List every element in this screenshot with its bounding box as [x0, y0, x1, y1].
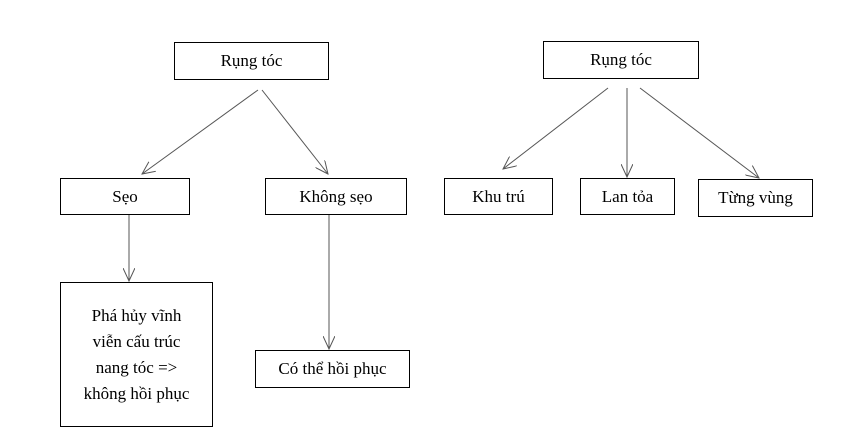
arrow-root1-to-khong-seo — [261, 89, 328, 174]
node-tung-vung-label: Từng vùng — [718, 188, 793, 208]
node-tung-vung: Từng vùng — [698, 179, 813, 217]
node-khu-tru: Khu trú — [444, 178, 553, 215]
node-seo-label: Sẹo — [112, 186, 138, 206]
node-pha-huy-label: Phá hủy vĩnh viễn cấu trúc nang tóc => k… — [83, 305, 190, 403]
node-seo: Sẹo — [60, 178, 190, 215]
node-khong-seo: Không sẹo — [265, 178, 407, 215]
root-node-right: Rụng tóc — [543, 41, 699, 79]
root-node-left-label: Rụng tóc — [220, 51, 283, 71]
root-node-right-label: Rụng tóc — [590, 50, 652, 70]
arrow-root1-to-seo — [142, 89, 259, 174]
node-khu-tru-label: Khu trú — [472, 186, 525, 206]
arrow-root2-to-tung-vung — [639, 87, 759, 178]
node-lan-toa: Lan tỏa — [580, 178, 675, 215]
node-lan-toa-label: Lan tỏa — [601, 186, 654, 206]
root-node-left: Rụng tóc — [174, 42, 329, 80]
arrow-root2-to-khu-tru — [503, 87, 609, 169]
node-co-the-hoi-phuc: Có thể hồi phục — [255, 350, 410, 388]
node-pha-huy: Phá hủy vĩnh viễn cấu trúc nang tóc => k… — [60, 282, 213, 427]
node-co-the-hoi-phuc-label: Có thể hồi phục — [278, 359, 387, 379]
node-khong-seo-label: Không sẹo — [299, 186, 373, 206]
